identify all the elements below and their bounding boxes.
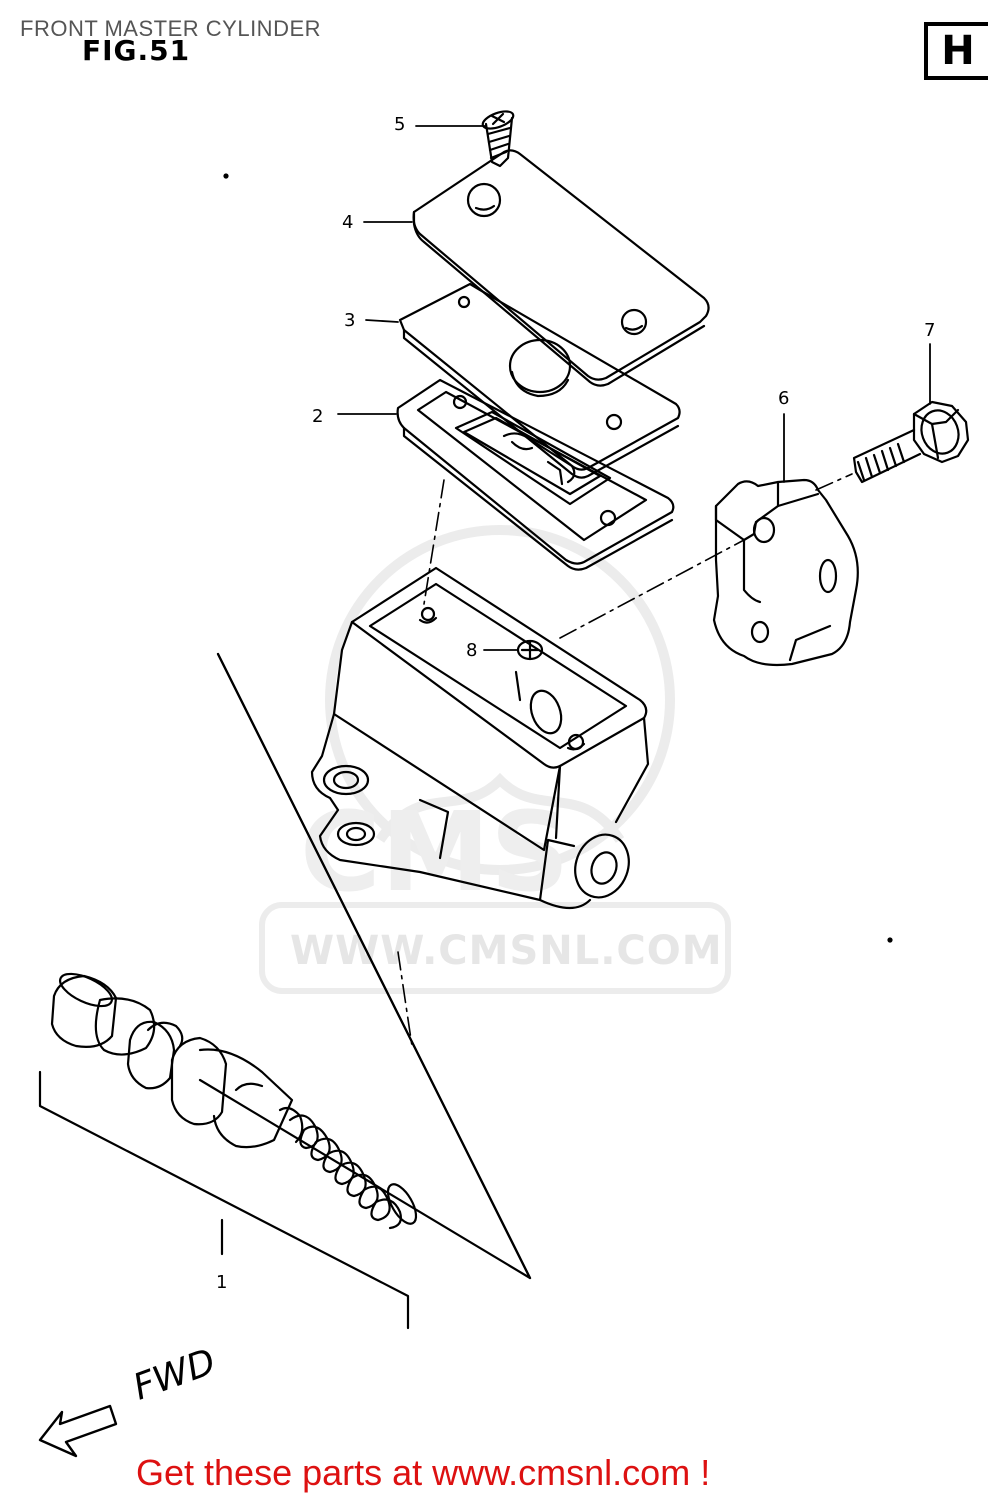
section-letter: H [941, 28, 975, 74]
part-3-plate [398, 282, 681, 479]
part-8-screw [516, 639, 544, 661]
callout-6: 6 [778, 388, 790, 409]
kit-bracket [38, 1070, 410, 1330]
assembly-lines [397, 473, 853, 1047]
part-4-cap [412, 149, 710, 387]
callout-8: 8 [466, 640, 478, 661]
part-7-bolt [852, 400, 970, 484]
part-1-body [310, 566, 650, 910]
callout-2: 2 [312, 406, 324, 427]
callout-7: 7 [924, 320, 936, 341]
callout-5: 5 [394, 114, 406, 135]
footer-cta-link[interactable]: Get these parts at www.cmsnl.com ! [136, 1452, 711, 1493]
fwd-arrow-icon [38, 1404, 118, 1458]
part-5-screw [481, 110, 515, 168]
svg-text:CMS: CMS [300, 788, 569, 916]
page-title: FRONT MASTER CYLINDER [20, 16, 322, 41]
part-6-clamp [712, 478, 859, 667]
callout-3: 3 [344, 310, 356, 331]
watermark-text: WWW.CMSNL.COM [290, 928, 723, 974]
callout-4: 4 [342, 212, 354, 233]
part-1-piston-kit [50, 972, 418, 1230]
part-2-diaphragm [396, 378, 675, 571]
figure-number: FIG.51 [82, 34, 191, 67]
callout-1: 1 [216, 1272, 228, 1293]
leader-lines [337, 125, 931, 651]
section-badge: H [924, 22, 988, 80]
reference-triangle [198, 652, 532, 1280]
